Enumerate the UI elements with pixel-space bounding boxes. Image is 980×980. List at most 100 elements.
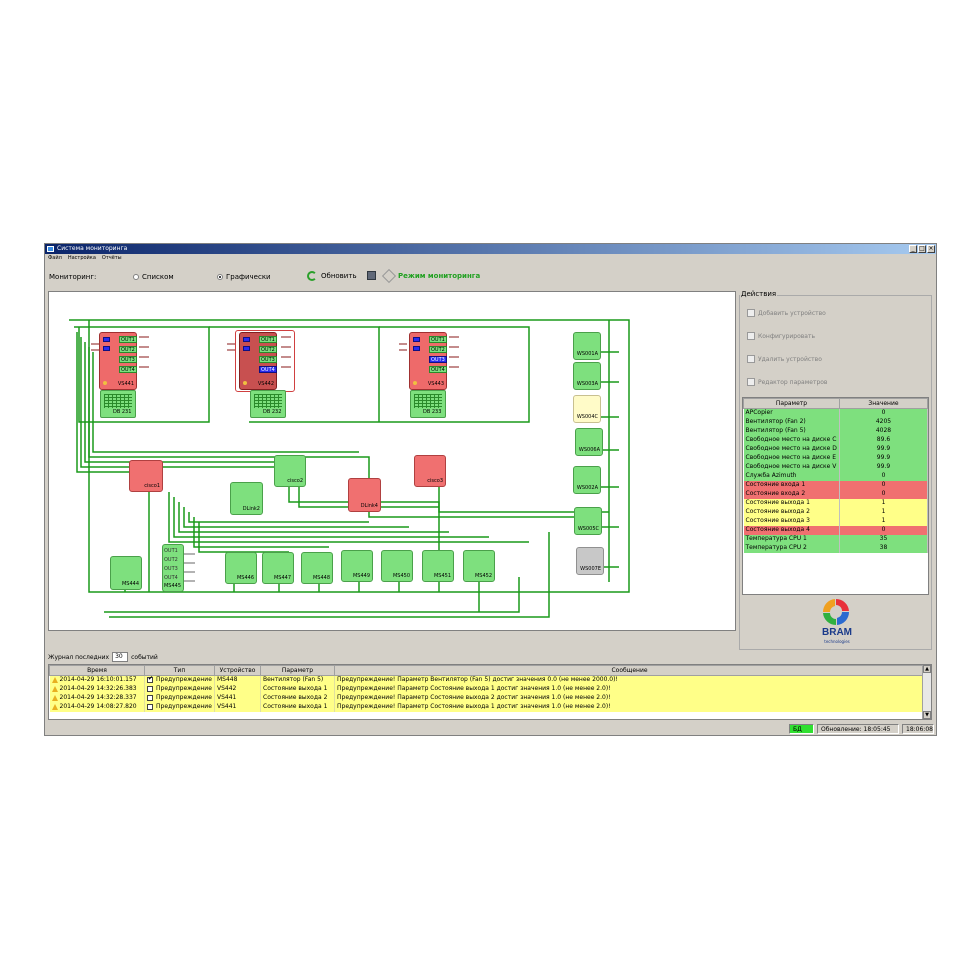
log-type-cell: Предупреждение	[144, 702, 215, 712]
main-window: Система мониторинга _ □ × Файл Настройка…	[44, 243, 937, 736]
port-icon	[103, 346, 110, 351]
param-value: 0	[839, 480, 928, 490]
delete-device-button[interactable]: Удалить устройство	[747, 355, 822, 363]
minimize-button[interactable]: _	[909, 245, 917, 253]
output-1: OUT1	[429, 336, 447, 343]
device-vs441[interactable]: OUT1 OUT2 OUT3 OUT4 VS441	[99, 332, 137, 390]
workstation-ws003a[interactable]: WS003A	[573, 362, 601, 390]
db-232[interactable]: DB 232	[250, 390, 286, 418]
sensor-label: MS445	[163, 583, 181, 589]
param-header-value[interactable]: Значение	[838, 398, 928, 409]
sensor-ms445[interactable]: OUT1 OUT2 OUT3 OUT4 MS445	[162, 544, 184, 592]
sensor-ms450[interactable]: MS450	[381, 550, 413, 582]
monitoring-mode-button[interactable]: Режим мониторинга	[381, 268, 480, 284]
workstation-ws004c[interactable]: WS004C	[573, 395, 601, 423]
save-button[interactable]	[367, 271, 376, 280]
switch-cisco1[interactable]: cisco1	[129, 460, 163, 492]
log-header-message[interactable]: Сообщение	[334, 665, 925, 676]
log-header-time[interactable]: Время	[49, 665, 145, 676]
sensor-ms448[interactable]: MS448	[301, 552, 333, 584]
workstation-ws001a[interactable]: WS001A	[573, 332, 601, 360]
menu-file[interactable]: Файл	[48, 255, 62, 261]
switch-dlink2[interactable]: DLink2	[230, 482, 263, 515]
add-device-button[interactable]: Добавить устройство	[747, 309, 826, 317]
ack-checkbox[interactable]	[147, 685, 153, 692]
log-scrollbar[interactable]: ▲ ▼	[922, 665, 931, 719]
param-name: Вентилятор (Fan 5)	[743, 426, 840, 436]
log-device: VS442	[214, 684, 261, 694]
scroll-up-icon[interactable]: ▲	[923, 665, 931, 673]
sensor-label: MS452	[474, 573, 492, 579]
param-editor-button[interactable]: Редактор параметров	[747, 378, 827, 386]
warning-icon	[51, 694, 58, 701]
ack-checkbox[interactable]	[147, 703, 153, 710]
sensor-ms446[interactable]: MS446	[225, 552, 257, 584]
log-row[interactable]: 2014-04-29 16:10:01.157ПредупреждениеMS4…	[49, 675, 925, 685]
ack-checkbox[interactable]	[147, 676, 153, 683]
sensor-ms449[interactable]: MS449	[341, 550, 373, 582]
workstation-ws006a[interactable]: WS006A	[575, 428, 603, 456]
log-count-spinner[interactable]: 30	[112, 652, 129, 662]
close-button[interactable]: ×	[927, 245, 935, 253]
device-vs443[interactable]: OUT1 OUT2 OUT3 OUT4 VS443	[409, 332, 447, 390]
output-3: OUT3	[429, 356, 447, 363]
radio-graphic-view[interactable]: Графически	[217, 273, 271, 281]
log-header-type[interactable]: Тип	[144, 665, 215, 676]
workstation-label: WS001A	[576, 351, 598, 357]
param-value: 1	[839, 516, 928, 526]
param-name: Свободное место на диске D	[743, 444, 840, 454]
param-header-name[interactable]: Параметр	[743, 398, 840, 409]
workstation-ws007e[interactable]: WS007E	[576, 547, 604, 575]
db-231[interactable]: DB 231	[100, 390, 136, 418]
param-name: Свободное место на диске E	[743, 453, 840, 463]
bram-logo: BRAM technologies	[815, 597, 859, 647]
configure-button[interactable]: Конфигурировать	[747, 332, 815, 340]
sensor-label: MS449	[352, 573, 370, 579]
switch-cisco2[interactable]: cisco2	[274, 455, 306, 487]
sensor-ms451[interactable]: MS451	[422, 550, 454, 582]
switch-dlink4[interactable]: DLink4	[348, 478, 381, 512]
sensor-ms452[interactable]: MS452	[463, 550, 495, 582]
log-header-device[interactable]: Устройство	[214, 665, 261, 676]
ack-checkbox[interactable]	[147, 694, 153, 701]
db-233[interactable]: DB 233	[410, 390, 446, 418]
param-value: 89.6	[839, 435, 928, 445]
logo-subtitle: technologies	[824, 639, 850, 644]
param-name: Температура CPU 1	[743, 534, 840, 544]
workstation-ws005c[interactable]: WS005C	[574, 507, 602, 535]
sensor-ms444[interactable]: MS444	[110, 556, 142, 590]
scroll-down-icon[interactable]: ▼	[923, 711, 931, 719]
device-vs442[interactable]: OUT1 OUT2 OUT3 OUT4 VS442	[239, 332, 277, 390]
switch-cisco3[interactable]: cisco3	[414, 455, 446, 487]
menu-reports[interactable]: Отчёты	[101, 255, 122, 261]
sensor-ms447[interactable]: MS447	[262, 552, 294, 584]
param-row[interactable]: Вентилятор (Fan 2)4205	[743, 417, 928, 427]
refresh-button[interactable]: Обновить	[307, 271, 357, 281]
radio-dot	[133, 274, 139, 280]
log-header-param[interactable]: Параметр	[260, 665, 335, 676]
param-value: 0	[839, 471, 928, 481]
workstation-ws002a[interactable]: WS002A	[573, 466, 601, 494]
radio-list-view[interactable]: Списком	[133, 273, 174, 281]
workstation-label: WS006A	[578, 447, 600, 453]
menu-settings[interactable]: Настройка	[67, 255, 96, 261]
param-row[interactable]: Вентилятор (Fan 5)4028	[743, 426, 928, 436]
maximize-button[interactable]: □	[918, 245, 926, 253]
